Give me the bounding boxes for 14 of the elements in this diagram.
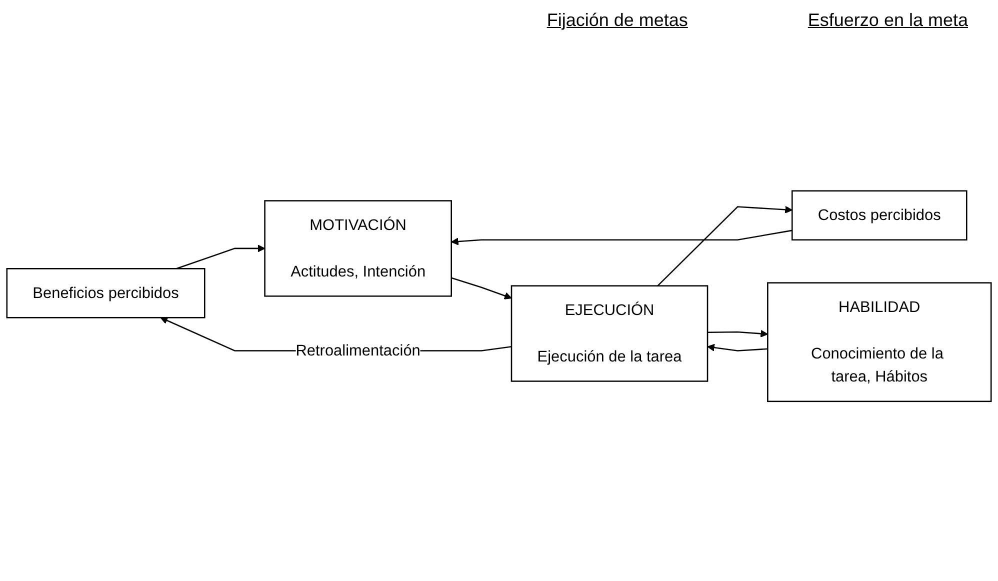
arrow xyxy=(176,244,266,270)
edge-label: Retroalimentación xyxy=(296,342,420,359)
node-box: HABILIDAD Conocimiento de la tarea, Hábitos xyxy=(767,282,992,402)
arrow xyxy=(708,330,768,338)
node-box: EJECUCIÓN Ejecución de la tarea xyxy=(510,285,708,382)
arrow xyxy=(707,344,768,352)
arrow xyxy=(451,277,512,300)
node-box: MOTIVACIÓN Actitudes, Intención xyxy=(264,200,452,297)
node-box: Beneficios percibidos xyxy=(6,268,206,318)
column-heading: Esfuerzo en la meta xyxy=(808,10,968,31)
column-heading: Fijación de metas xyxy=(546,10,688,31)
arrow xyxy=(451,230,792,246)
node-box: Costos percibidos xyxy=(792,190,968,240)
arrow xyxy=(657,206,792,286)
